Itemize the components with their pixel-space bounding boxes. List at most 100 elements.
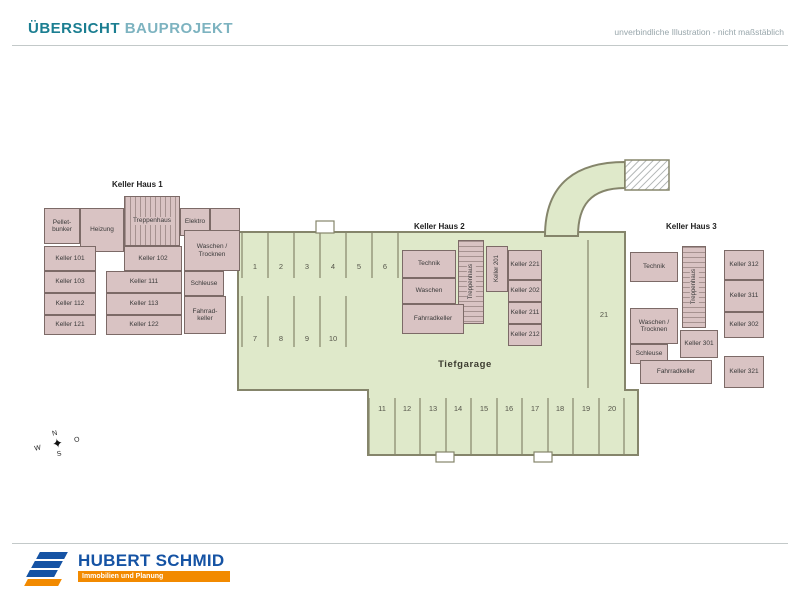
room-keller-122: Keller 122 — [106, 315, 182, 335]
room-fahrradkeller-2: Fahrradkeller — [402, 304, 464, 334]
room-label: Keller 122 — [129, 321, 159, 329]
parking-spot-5: 5 — [356, 262, 362, 271]
company-name: HUBERT SCHMID — [78, 551, 225, 570]
parking-spot-15: 15 — [479, 404, 489, 413]
vent-shaft — [533, 451, 553, 463]
parking-spot-6: 6 — [382, 262, 388, 271]
room-label: Technik — [642, 263, 666, 271]
room-label: Waschen / Trocknen — [196, 243, 228, 258]
room-label: Fahrradkeller — [656, 368, 696, 376]
room-keller-113: Keller 113 — [106, 293, 182, 315]
room-label: Keller 321 — [729, 368, 759, 376]
page-title-strong: ÜBERSICHT — [28, 20, 121, 37]
parking-spot-10: 10 — [328, 334, 338, 343]
page-title-light: BAUPROJEKT — [124, 20, 234, 37]
header-divider — [12, 45, 788, 46]
room-label: Keller 301 — [684, 340, 714, 348]
parking-spot-12: 12 — [402, 404, 412, 413]
parking-spot-11: 11 — [378, 404, 386, 413]
parking-spot-7: 7 — [252, 334, 258, 343]
room-technik-3: Technik — [630, 252, 678, 282]
room-waschen-2: Waschen — [402, 278, 456, 304]
footer-divider — [12, 543, 788, 544]
building-label: Keller Haus 3 — [666, 222, 717, 231]
page-title: ÜBERSICHT BAUPROJEKT — [28, 20, 233, 37]
room-keller-111: Keller 111 — [106, 271, 182, 293]
building-label: Keller Haus 2 — [414, 222, 465, 231]
room-label: Keller 111 — [129, 278, 159, 286]
room-keller-102: Keller 102 — [124, 246, 182, 271]
compass-east-label: O — [73, 435, 81, 444]
room-keller-311: Keller 311 — [724, 280, 764, 312]
garage-label: Tiefgarage — [438, 359, 492, 370]
parking-spot-2: 2 — [278, 262, 284, 271]
room-technik-2: Technik — [402, 250, 456, 278]
room-label: Pellet-bunker — [52, 218, 72, 233]
parking-spot-18: 18 — [555, 404, 565, 413]
parking-spot-16: 16 — [504, 404, 514, 413]
vent-shaft — [315, 220, 335, 234]
room-label: Fahrradkeller — [413, 315, 453, 323]
room-fahrradkeller-3: Fahrradkeller — [640, 360, 712, 384]
room-label: Waschen / Trocknen — [638, 318, 670, 333]
room-keller-301: Keller 301 — [680, 330, 718, 358]
parking-spot-21: 21 — [599, 310, 609, 319]
room-keller-121: Keller 121 — [44, 315, 96, 335]
parking-spot-20: 20 — [607, 404, 617, 413]
room-label: Keller 112 — [55, 300, 85, 308]
garage-entrance — [624, 159, 670, 191]
parking-spot-13: 13 — [428, 404, 438, 413]
room-label: Heizung — [90, 226, 114, 234]
room-waschen-trocknen-1: Waschen / Trocknen — [184, 230, 240, 271]
room-label: Treppenhaus — [466, 264, 476, 300]
room-label: Keller 221 — [510, 261, 540, 269]
room-treppenhaus-3: Treppenhaus — [682, 246, 706, 328]
room-label: Schleuse — [635, 350, 663, 358]
parking-spot-4: 4 — [330, 262, 336, 271]
parking-spot-14: 14 — [453, 404, 463, 413]
disclaimer-text: unverbindliche Illustration - nicht maßs… — [614, 27, 784, 37]
room-pelletbunker: Pellet-bunker — [44, 208, 80, 244]
company-tagline: Immobilien und Planung — [78, 571, 230, 582]
room-label: Keller 211 — [510, 309, 540, 317]
room-label: Keller 101 — [55, 254, 85, 262]
room-label: Keller 202 — [510, 287, 540, 295]
parking-spot-19: 19 — [581, 404, 591, 413]
room-label: Keller 312 — [729, 261, 759, 269]
parking-spot-8: 8 — [278, 334, 284, 343]
room-keller-112: Keller 112 — [44, 293, 96, 315]
room-keller-211: Keller 211 — [508, 302, 542, 324]
room-treppenhaus-1: Treppenhaus — [124, 196, 180, 246]
room-label: Waschen — [415, 287, 443, 295]
parking-spot-17: 17 — [530, 404, 540, 413]
room-keller-312: Keller 312 — [724, 250, 764, 280]
room-keller-101: Keller 101 — [44, 246, 96, 271]
room-keller-212: Keller 212 — [508, 324, 542, 346]
vent-shaft — [435, 451, 455, 463]
room-label: Keller 113 — [129, 300, 159, 308]
room-label: Keller 102 — [138, 254, 168, 262]
room-heizung: Heizung — [80, 208, 124, 252]
room-keller-202: Keller 202 — [508, 280, 542, 302]
room-keller-302: Keller 302 — [724, 312, 764, 338]
room-label: Keller 121 — [55, 321, 85, 329]
room-waschen-trocknen-3: Waschen / Trocknen — [630, 308, 678, 344]
room-keller-321: Keller 321 — [724, 356, 764, 388]
room-keller-221: Keller 221 — [508, 250, 542, 280]
room-label: Keller 302 — [729, 321, 759, 329]
room-label: Technik — [417, 260, 441, 268]
room-fahrradkeller-1: Fahrrad- keller — [184, 296, 226, 334]
parking-spot-9: 9 — [304, 334, 310, 343]
compass-west-label: W — [33, 443, 42, 453]
room-label: Keller 311 — [729, 292, 759, 300]
room-label: Keller 201 — [493, 255, 500, 283]
room-label: Schleuse — [190, 279, 218, 287]
compass-star-icon: ✦ — [50, 434, 65, 452]
room-label: Treppenhaus — [131, 217, 173, 225]
room-label: Treppenhaus — [689, 269, 699, 305]
room-schleuse-1: Schleuse — [184, 271, 224, 296]
room-label: Keller 103 — [55, 278, 85, 286]
room-keller-201: Keller 201 — [486, 246, 508, 292]
